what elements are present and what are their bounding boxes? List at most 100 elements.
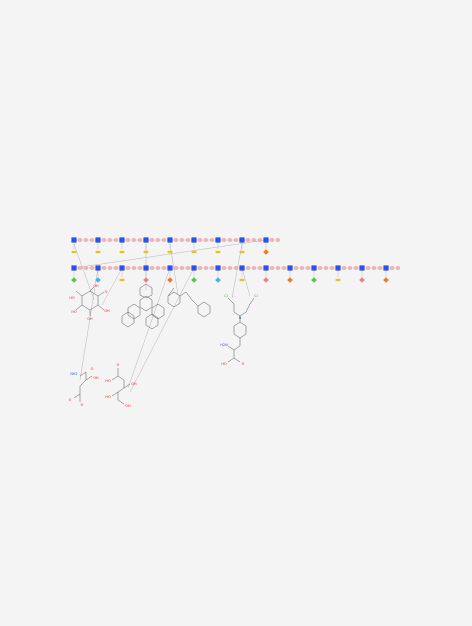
link-circle (83, 237, 89, 243)
link-circle (89, 265, 95, 271)
link-circle (77, 265, 83, 271)
marker-diamond (143, 277, 149, 283)
link-circle (125, 237, 131, 243)
sequence-node (215, 237, 221, 243)
sequence-node (311, 265, 317, 271)
atom-ho-label: HO (71, 310, 77, 314)
marker-bar (95, 250, 101, 254)
glutamic-acid-structure (73, 371, 93, 402)
link-circle (275, 237, 281, 243)
atom-o-label: O (242, 362, 245, 366)
atom-o-label: O (105, 290, 108, 294)
marker-diamond (287, 277, 293, 283)
sequence-node (143, 237, 149, 243)
sequence-node (119, 265, 125, 271)
atom-oh-label: OH (87, 317, 93, 321)
link-circle (269, 265, 275, 271)
link-circle (161, 265, 167, 271)
atom-n-label: N (239, 316, 242, 320)
atom-oh-label: OH (104, 309, 110, 313)
link-circle (245, 237, 251, 243)
link-circle (155, 265, 161, 271)
atom-oh-label: OH (93, 284, 99, 288)
atom-ho-label: HO (105, 395, 111, 399)
marker-diamond (263, 277, 269, 283)
atom-o-label: O (117, 363, 120, 367)
link-circle (251, 265, 257, 271)
link-circle (257, 265, 263, 271)
marker-diamond (167, 277, 173, 283)
marker-diamond (359, 277, 365, 283)
sequence-node (71, 237, 77, 243)
link-circle (101, 265, 107, 271)
link-circle (161, 237, 167, 243)
atom-oh-label: OH (93, 376, 99, 380)
link-circle (233, 237, 239, 243)
link-circle (185, 265, 191, 271)
link-circle (281, 265, 287, 271)
link-circle (365, 265, 371, 271)
link-circle (329, 265, 335, 271)
link-circle (179, 237, 185, 243)
link-circle (377, 265, 383, 271)
link-circle (197, 237, 203, 243)
link-circle (269, 237, 275, 243)
marker-diamond (311, 277, 317, 283)
link-circle (113, 237, 119, 243)
link-circle (125, 265, 131, 271)
atom-o-label: O (69, 398, 72, 402)
link-circle (251, 237, 257, 243)
link-circle (299, 265, 305, 271)
sequence-rows (71, 237, 401, 283)
sequence-node (167, 265, 173, 271)
link-circle (371, 265, 377, 271)
sequence-node (95, 237, 101, 243)
atom-o-label: O (91, 367, 94, 371)
marker-bar (71, 250, 77, 254)
link-circle (209, 237, 215, 243)
marker-bar (119, 278, 125, 282)
link-circle (353, 265, 359, 271)
atom-ho-label: HO (221, 362, 227, 366)
link-circle (173, 237, 179, 243)
link-circle (179, 265, 185, 271)
marker-bar (335, 278, 341, 282)
link-circle (209, 265, 215, 271)
marker-diamond (263, 249, 269, 255)
atom-nh2-label: NH2 (70, 372, 77, 376)
marker-diamond (191, 277, 197, 283)
marker-bar (239, 250, 245, 254)
sequence-node (287, 265, 293, 271)
link-circle (149, 237, 155, 243)
link-circle (131, 237, 137, 243)
link-circle (77, 237, 83, 243)
stilbene-structure (167, 287, 211, 318)
link-circle (323, 265, 329, 271)
link-circle (305, 265, 311, 271)
link-circle (389, 265, 395, 271)
sequence-node (71, 265, 77, 271)
atom-cl-label: Cl (254, 294, 257, 298)
link-circle (227, 265, 233, 271)
link-circle (101, 237, 107, 243)
link-circle (221, 265, 227, 271)
atom-oh-label: OH (131, 382, 137, 386)
atom-cl-label: Cl (224, 294, 227, 298)
link-circle (197, 265, 203, 271)
marker-bar (119, 250, 125, 254)
link-circle (149, 265, 155, 271)
marker-diamond (215, 277, 221, 283)
marker-diamond (71, 277, 77, 283)
atom-o-label: O (81, 403, 84, 407)
sequence-node (359, 265, 365, 271)
link-circle (317, 265, 323, 271)
link-circle (137, 265, 143, 271)
link-circle (113, 265, 119, 271)
sequence-node (239, 237, 245, 243)
atom-ho-label: HO (69, 296, 75, 300)
sequence-node (263, 265, 269, 271)
link-circle (233, 265, 239, 271)
link-circle (257, 237, 263, 243)
link-circle (137, 237, 143, 243)
